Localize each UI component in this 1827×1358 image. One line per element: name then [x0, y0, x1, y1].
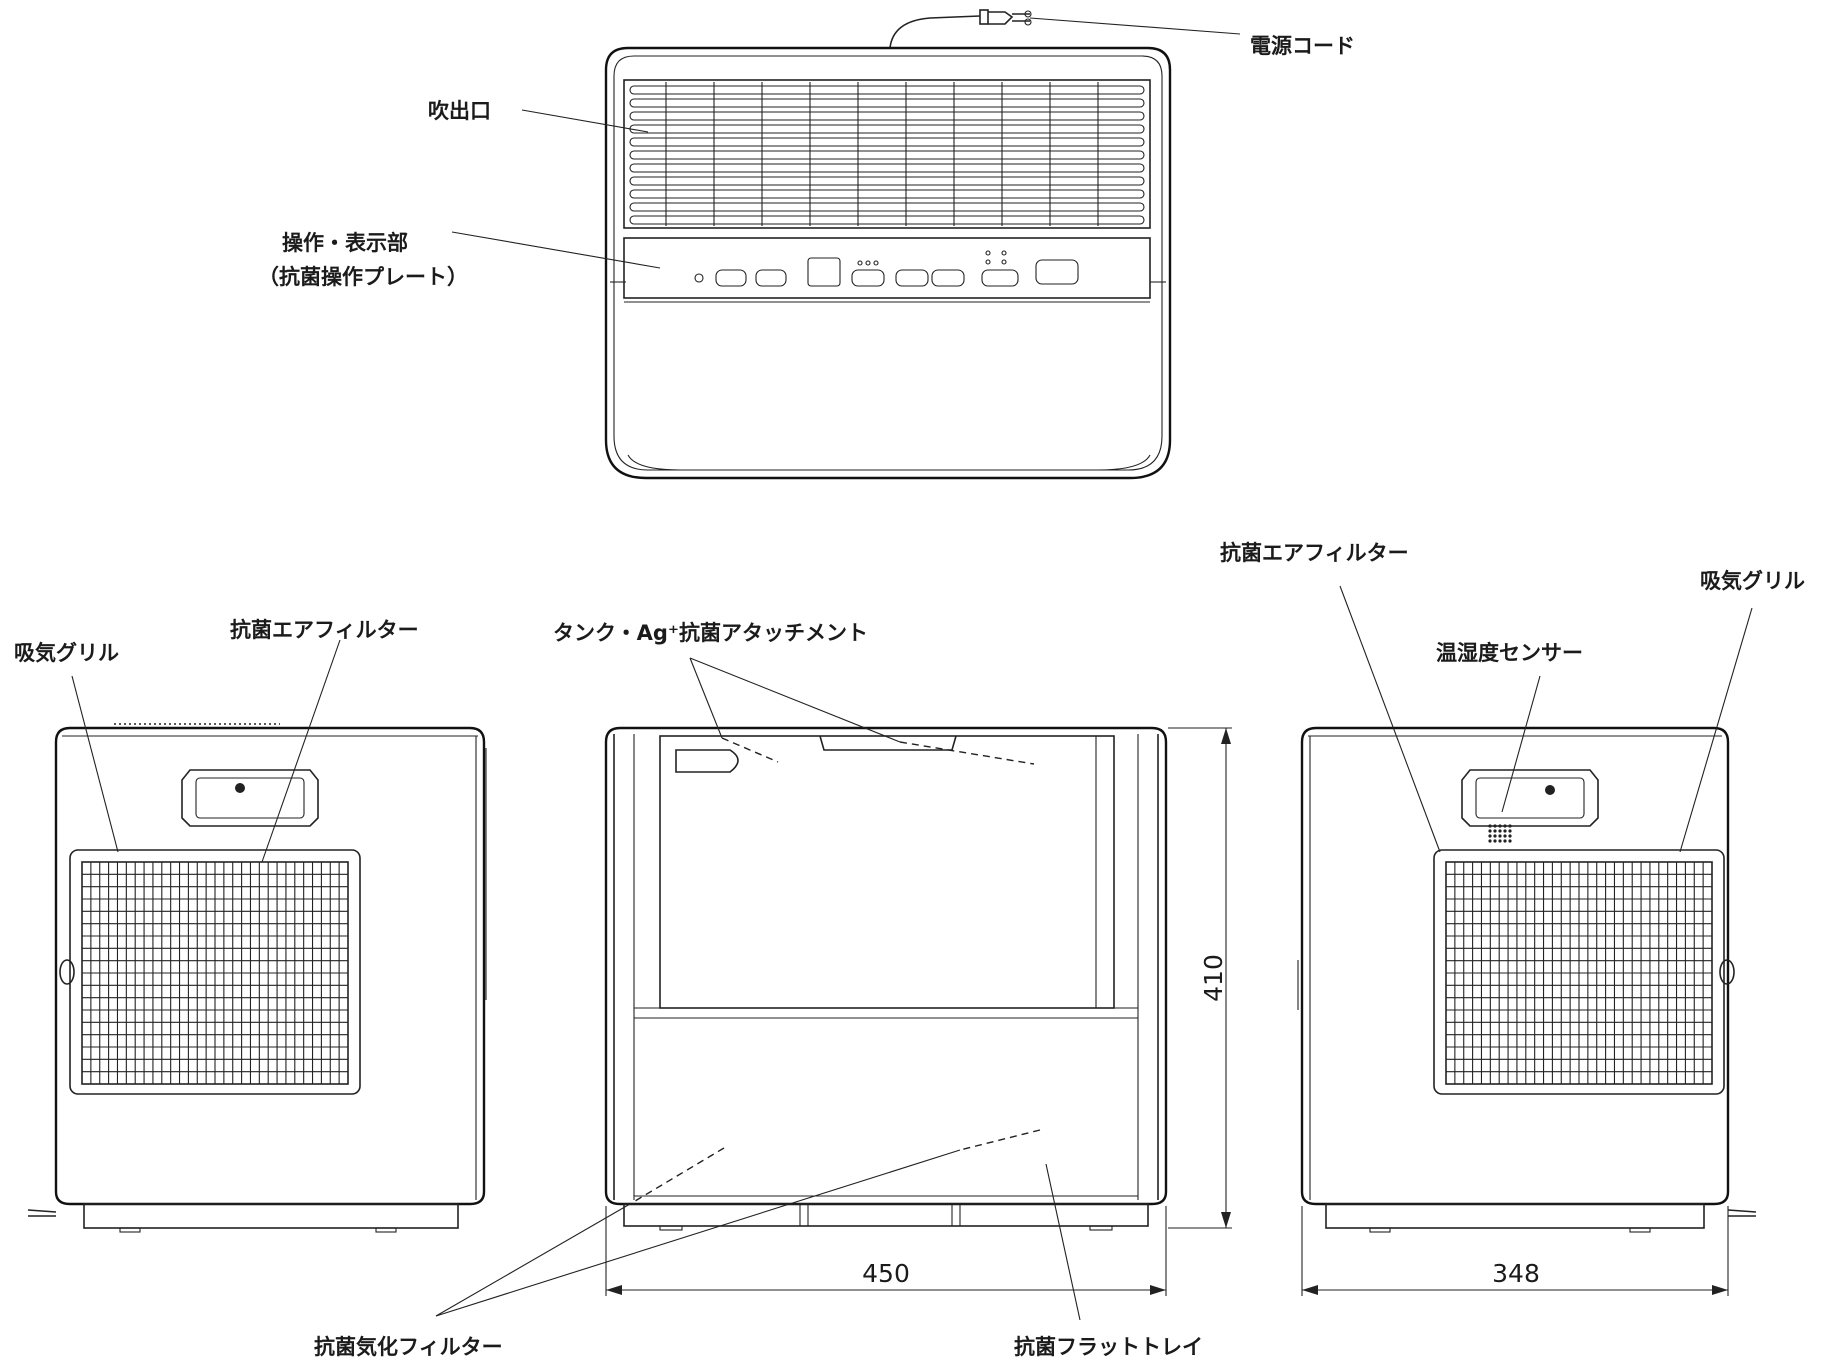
- control-button: [755, 269, 787, 287]
- front-body-outline: [604, 726, 1168, 1206]
- right-side-view: 抗菌エアフィルター 吸気グリル 温湿度センサー 348: [1220, 541, 1805, 1296]
- label-outlet: 吹出口: [428, 99, 491, 123]
- air-filter-grid: [81, 861, 349, 1085]
- control-button: [715, 269, 747, 287]
- intake-grille: [1433, 849, 1725, 1095]
- dimension-depth: 348: [1301, 1206, 1729, 1296]
- handle: [181, 769, 319, 827]
- control-panel: [623, 237, 1151, 299]
- right-body-outline: [1300, 726, 1730, 1206]
- label-vaporizing-filter: 抗菌気化フィルター: [314, 1335, 503, 1358]
- top-view: 電源コード 吹出口 操作・表示部 （抗菌操作プレート）: [258, 9, 1355, 480]
- display-window: [807, 257, 841, 287]
- control-button: [931, 269, 965, 287]
- label-air-filter-right: 抗菌エアフィルター: [1220, 541, 1409, 565]
- left-body-outline: [54, 726, 486, 1206]
- label-control-panel: 操作・表示部: [282, 231, 408, 255]
- humidity-sensor-icon: [1488, 824, 1512, 843]
- power-cord: [889, 15, 981, 49]
- label-tank-attachment: タンク・Ag⁺抗菌アタッチメント: [553, 621, 868, 645]
- label-intake-grille-right: 吸気グリル: [1700, 569, 1805, 593]
- front-view: タンク・Ag⁺抗菌アタッチメント 抗菌気化フィルター 抗菌フラットトレイ 410…: [314, 621, 1232, 1358]
- left-side-view: 吸気グリル 抗菌エアフィルター: [14, 618, 487, 1233]
- power-plug-icon: [979, 9, 1032, 26]
- power-button: [1035, 259, 1079, 285]
- label-intake-grille-left: 吸気グリル: [14, 641, 119, 665]
- dimension-height: 410: [1168, 727, 1232, 1229]
- label-control-panel-sub: （抗菌操作プレート）: [258, 265, 468, 289]
- control-button: [895, 269, 929, 287]
- dimension-width: 450: [605, 1206, 1167, 1296]
- handle: [1461, 769, 1599, 827]
- control-button: [981, 269, 1019, 287]
- label-humidity-sensor: 温湿度センサー: [1436, 641, 1583, 665]
- control-button: [851, 269, 885, 287]
- svg-text:410: 410: [1199, 954, 1228, 1002]
- air-filter-grid: [1445, 861, 1713, 1085]
- tank-handle: [675, 749, 739, 773]
- label-flat-tray: 抗菌フラットトレイ: [1014, 1335, 1203, 1358]
- label-air-filter-left: 抗菌エアフィルター: [230, 618, 419, 642]
- svg-text:450: 450: [862, 1259, 910, 1288]
- label-power-cord: 電源コード: [1250, 34, 1355, 58]
- top-body-outline: [604, 46, 1172, 480]
- intake-grille: [69, 849, 361, 1095]
- led-indicator-icon: [694, 273, 704, 283]
- svg-text:348: 348: [1492, 1259, 1540, 1288]
